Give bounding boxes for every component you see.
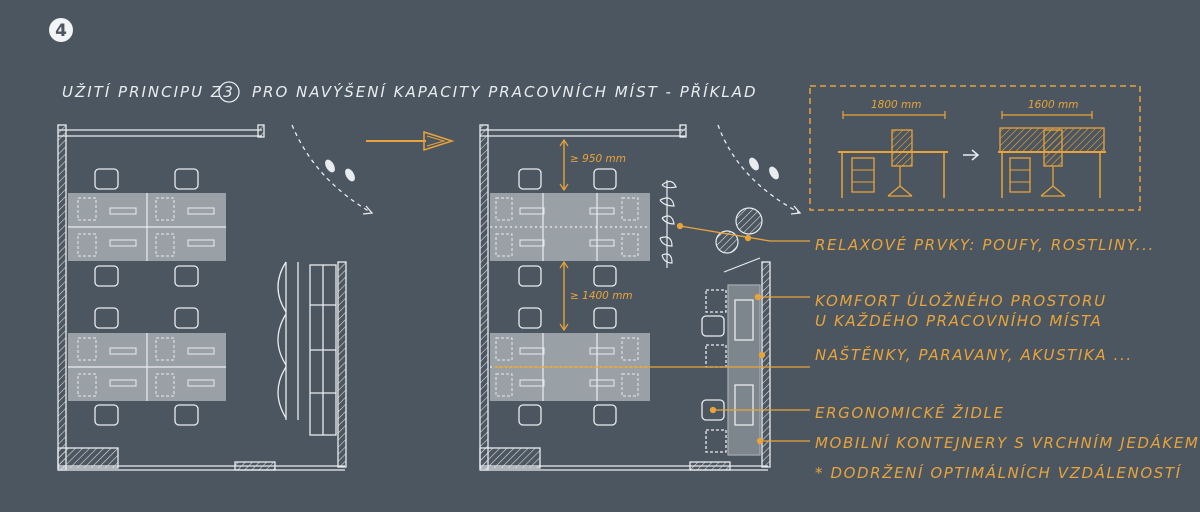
wall-left-after	[479, 124, 489, 471]
leader-lines	[495, 222, 810, 445]
label-containers: MOBILNÍ KONTEJNERY S VRCHNÍM JEDÁKEM	[815, 433, 1199, 452]
label-relax: RELAXOVÉ PRVKY: POUFY, ROSTLINY...	[815, 235, 1155, 254]
label-storage-2: U KAŽDÉHO PRACOVNÍHO MÍSTA	[815, 311, 1102, 330]
desk-cluster-after-top	[490, 168, 650, 287]
step-badge: 4	[49, 18, 73, 42]
ref-circle	[218, 81, 240, 103]
storage-unit	[727, 284, 761, 456]
plan-before	[57, 124, 374, 471]
plant-icon	[659, 180, 677, 268]
footsteps-icon	[749, 157, 779, 180]
dimension-gap-top: ≥ 950 mm	[559, 138, 626, 192]
wall-left	[57, 124, 67, 471]
label-chairs: ERGONOMICKÉ ŽIDLE	[815, 403, 1005, 422]
title-ref: 3	[223, 83, 235, 101]
wall-bottom-left	[57, 447, 119, 469]
label-distances: * DODRŽENÍ OPTIMÁLNÍCH VZDÁLENOSTÍ	[815, 463, 1182, 482]
desk-after-label: 1600 mm	[1028, 99, 1079, 111]
desk-before-label: 1800 mm	[871, 99, 922, 111]
wall-right-after	[761, 261, 771, 468]
gap-middle-label: ≥ 1400 mm	[570, 290, 633, 302]
label-storage: KOMFORT ÚLOŽNÉHO PROSTORU	[815, 291, 1107, 310]
arrow-right-icon	[366, 130, 455, 152]
page-title: UŽITÍ PRINCIPU Z 3 PRO NAVÝŠENÍ KAPACITY…	[62, 81, 758, 103]
desk-cluster-before-top	[68, 168, 226, 287]
door-swing	[291, 124, 373, 214]
legend-labels: RELAXOVÉ PRVKY: POUFY, ROSTLINY... KOMFO…	[815, 235, 1199, 482]
title-after: PRO NAVÝŠENÍ KAPACITY PRACOVNÍCH MÍST - …	[252, 82, 758, 101]
footsteps-icon	[325, 159, 355, 182]
chair	[701, 315, 725, 337]
desk-size-inset: 1800 mm 1600 mm	[809, 85, 1141, 211]
step-number: 4	[55, 21, 67, 41]
label-boards: NAŠTĚNKY, PARAVANY, AKUSTIKA ...	[815, 345, 1133, 364]
dimension-gap-middle: ≥ 1400 mm	[559, 260, 633, 332]
gap-top-label: ≥ 950 mm	[570, 153, 626, 165]
pouf-icon	[715, 207, 763, 254]
desk-cluster-before-bottom	[68, 307, 226, 426]
title-before: UŽITÍ PRINCIPU Z	[62, 82, 223, 101]
wall-right-left	[337, 261, 347, 468]
plan-after	[479, 124, 802, 471]
